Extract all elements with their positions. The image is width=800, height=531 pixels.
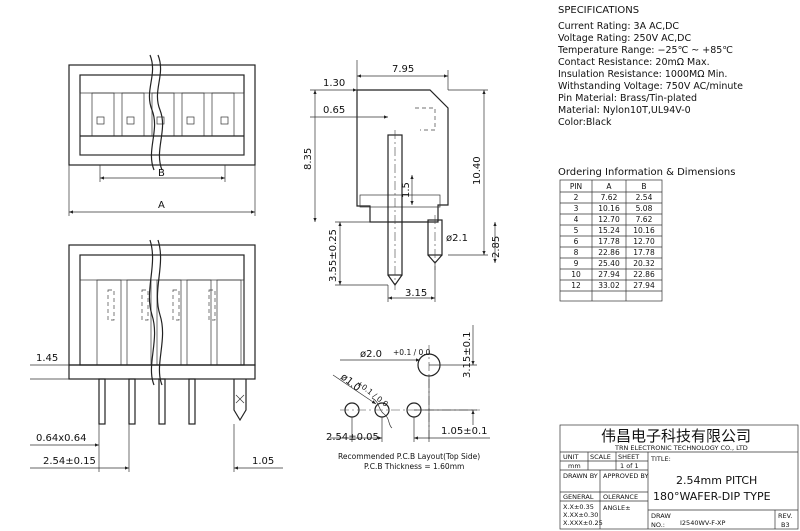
table-cell: 17.78 <box>598 237 620 246</box>
table-cell: 2 <box>574 193 579 202</box>
table-cell: 12.70 <box>598 215 620 224</box>
approved-by-label: APPROVED BY <box>603 472 649 480</box>
dim-2-85: 2.85 <box>491 236 502 258</box>
table-cell: 4 <box>574 215 579 224</box>
dim-label-a: A <box>158 200 165 211</box>
spec-line: Color:Black <box>558 117 612 128</box>
spec-line: Voltage Rating: 250V AC,DC <box>558 33 691 44</box>
table-cell: 12 <box>571 281 581 290</box>
pcb-note-line1: Recommended P.C.B Layout(Top Side) <box>338 452 480 461</box>
unit-value: mm <box>568 462 581 470</box>
drawing-title-line1: 2.54mm PITCH <box>676 474 757 487</box>
front-view: 1.45 0.64x0.64 2.54±0.15 1.05 <box>30 239 283 472</box>
specifications: SPECIFICATIONS Current Rating: 3A AC,DC … <box>557 5 743 128</box>
dim-2-54-015: 2.54±0.15 <box>43 456 96 467</box>
table-header: A <box>606 182 612 191</box>
company-name-en: TRN ELECTRONIC TECHNOLOGY CO., LTD <box>614 444 748 452</box>
ordering-heading: Ordering Information & Dimensions <box>558 167 735 178</box>
drawn-by-label: DRAWN BY <box>563 472 598 480</box>
table-cell: 15.24 <box>598 226 620 235</box>
table-cell: 17.78 <box>633 248 655 257</box>
table-cell: 9 <box>574 259 579 268</box>
dim-1-05-01: 1.05±0.1 <box>441 426 488 437</box>
side-view: 7.95 1.30 0.65 8.35 10.40 1.5 ø2.1 2.85 … <box>303 60 502 302</box>
dim-0-65: 0.65 <box>323 105 345 116</box>
dim-3-15: 3.15 <box>405 288 427 299</box>
dim-8-35: 8.35 <box>303 148 314 170</box>
tolerance-line: X.X±0.35 <box>563 503 594 511</box>
table-cell: 20.32 <box>633 259 655 268</box>
table-cell: 6 <box>574 237 579 246</box>
table-header: B <box>641 182 646 191</box>
table-cell: 27.94 <box>633 281 655 290</box>
spec-line: Insulation Resistance: 1000MΩ Min. <box>558 69 727 80</box>
table-cell: 10.16 <box>598 204 620 213</box>
tolerance-line: X.XXX±0.25 <box>563 519 603 527</box>
table-cell: 33.02 <box>598 281 620 290</box>
spec-line: Withstanding Voltage: 750V AC/minute <box>558 81 743 92</box>
dim-10-40: 10.40 <box>472 156 483 185</box>
table-cell: 12.70 <box>633 237 655 246</box>
dim-0-64: 0.64x0.64 <box>36 433 86 444</box>
pcb-layout: 2.54±0.05 1.05±0.1 3.15±0.1 ø2.0 +0.1 / … <box>326 325 490 471</box>
general-label: GENERAL <box>563 493 594 501</box>
dim-2-0-tol: +0.1 / 0.0 <box>393 348 431 357</box>
rev-label: REV. <box>778 512 792 520</box>
title-block: 伟昌电子科技有限公司 TRN ELECTRONIC TECHNOLOGY CO.… <box>559 424 799 530</box>
table-cell: 25.40 <box>598 259 620 268</box>
dim-1-45: 1.45 <box>36 353 58 364</box>
table-cell: 8 <box>574 248 579 257</box>
sheet-label: SHEET <box>618 453 639 461</box>
sheet-value: 1 of 1 <box>620 462 639 470</box>
title-label: TITLE: <box>650 455 671 463</box>
scale-label: SCALE <box>590 453 611 461</box>
spec-line: Contact Resistance: 20mΩ Max. <box>558 57 710 68</box>
top-view: B A <box>68 54 256 216</box>
spec-line: Current Rating: 3A AC,DC <box>558 21 679 32</box>
spec-line: Pin Material: Brass/Tin-plated <box>558 93 697 104</box>
table-cell: 2.54 <box>636 193 653 202</box>
drawing-number: I2540WV-F-XP <box>680 519 726 527</box>
dim-label-b: B <box>158 168 165 179</box>
spec-line: Material: Nylon10T,UL94V-0 <box>558 105 691 116</box>
table-header: PIN <box>570 182 582 191</box>
draw-no-label: NO.: <box>651 521 665 529</box>
dim-1-5: 1.5 <box>401 182 412 198</box>
spec-line: Temperature Range: −25℃ ~ +85℃ <box>557 45 733 56</box>
rev-value: B3 <box>781 521 790 529</box>
table-cell: 22.86 <box>598 248 620 257</box>
table-cell: 27.94 <box>598 270 620 279</box>
unit-label: UNIT <box>563 453 579 461</box>
dim-1-30: 1.30 <box>323 78 345 89</box>
dim-3-15-pcb: 3.15±0.1 <box>462 331 473 378</box>
table-cell: 22.86 <box>633 270 655 279</box>
table-cell: 7.62 <box>636 215 653 224</box>
company-name-cn: 伟昌电子科技有限公司 <box>601 427 751 445</box>
tolerance-line: X.XX±0.30 <box>563 511 598 519</box>
table-cell: 5.08 <box>636 204 653 213</box>
table-cell: 10 <box>571 270 581 279</box>
draw-label: DRAW <box>651 512 671 520</box>
dim-2-0: ø2.0 <box>360 349 382 360</box>
pcb-note-line2: P.C.B Thickness = 1.60mm <box>364 462 464 471</box>
dim-2-1: ø2.1 <box>446 233 468 244</box>
table-cell: 3 <box>574 204 579 213</box>
angle-label: ANGLE± <box>603 504 631 512</box>
ordering-table: Ordering Information & Dimensions PIN A … <box>558 167 735 302</box>
dim-7-95: 7.95 <box>392 64 414 75</box>
table-cell: 5 <box>574 226 579 235</box>
spec-heading: SPECIFICATIONS <box>558 5 639 16</box>
drawing-title-line2: 180°WAFER-DIP TYPE <box>653 490 771 503</box>
dim-3-55: 3.55±0.25 <box>328 229 339 282</box>
dim-2-54-005: 2.54±0.05 <box>326 432 379 443</box>
table-cell: 7.62 <box>601 193 618 202</box>
table-cell: 10.16 <box>633 226 655 235</box>
dim-1-05: 1.05 <box>252 456 274 467</box>
tolerance-label: OLERANCE <box>603 493 638 501</box>
